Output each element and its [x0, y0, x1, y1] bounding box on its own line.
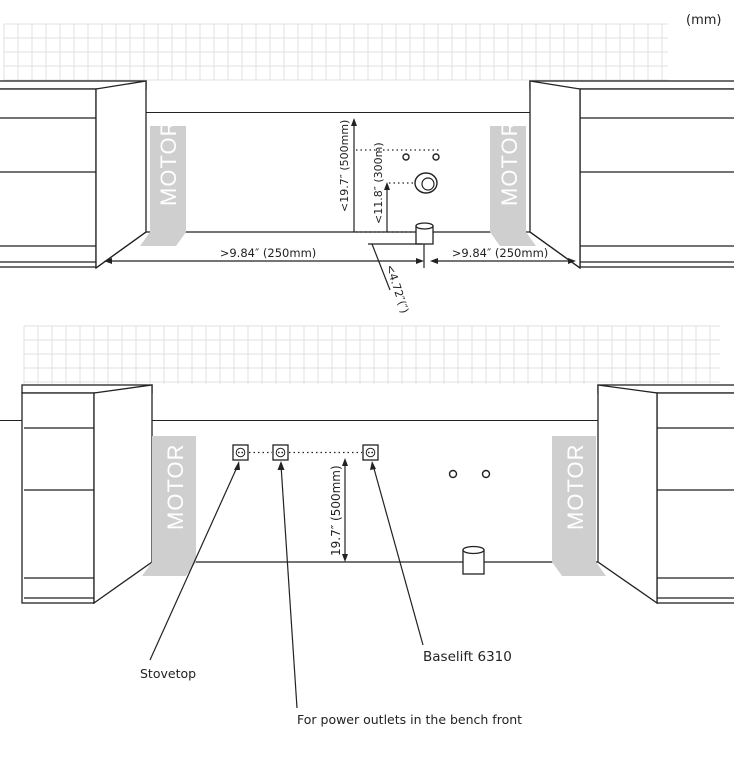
- unit-label: (mm): [686, 13, 721, 28]
- bottom-drain-pipe-icon: [462, 545, 485, 575]
- top-right-gap-dimension: >9.84″ (250mm): [430, 246, 576, 264]
- top-left-cabinet: [0, 80, 147, 270]
- top-dim-height-pipe: <11.8″ (300m): [372, 142, 385, 224]
- bottom-left-motor: MOTOR: [142, 436, 196, 576]
- top-right-motor-label: MOTOR: [497, 120, 522, 206]
- top-wall-pipe-icon: [414, 172, 438, 194]
- top-right-motor: MOTOR: [490, 120, 536, 246]
- top-tile-grid: [3, 23, 668, 81]
- bottom-wall-connections: [448, 469, 491, 479]
- bottom-right-cabinet: [597, 384, 734, 605]
- leader-baselift: [370, 461, 424, 646]
- leader-stovetop: [149, 461, 240, 661]
- top-dim-drain-offset: <4.72″(″): [383, 263, 411, 315]
- label-baselift: Baselift 6310: [423, 649, 512, 665]
- top-wall-connections: [402, 153, 440, 161]
- bottom-wall-edge: [0, 420, 734, 421]
- bottom-left-motor-label: MOTOR: [163, 444, 188, 530]
- top-left-motor: MOTOR: [140, 120, 186, 246]
- bottom-right-motor: MOTOR: [552, 436, 606, 576]
- top-left-motor-label: MOTOR: [156, 120, 181, 206]
- bottom-outlet-height-dimension: 19.7″ (500mm): [329, 458, 348, 562]
- top-right-cabinet: [529, 80, 734, 270]
- top-left-gap-dimension: >9.84″ (250mm): [104, 244, 425, 268]
- bottom-dim-outlet-height: 19.7″ (500mm): [329, 465, 343, 556]
- top-height-300-dimension: <11.8″ (300m): [372, 142, 420, 232]
- bottom-right-motor-label: MOTOR: [563, 444, 588, 530]
- outlet-stovetop-icon: [232, 444, 249, 461]
- top-drain-offset-dimension: <4.72″(″): [368, 243, 422, 315]
- top-dim-height-total: <19.7″ (500mm): [338, 120, 351, 212]
- top-dim-right-gap: >9.84″ (250mm): [452, 246, 549, 260]
- outlet-baselift-icon: [362, 444, 379, 461]
- label-power-outlets: For power outlets in the bench front: [297, 712, 522, 727]
- top-drain-pipe-icon: [415, 222, 434, 245]
- top-wall-edge: [0, 112, 734, 113]
- top-height-500-dimension: <19.7″ (500mm): [338, 118, 440, 233]
- bottom-left-cabinet: [21, 384, 153, 605]
- label-stovetop: Stovetop: [140, 666, 196, 681]
- bottom-tile-grid: [23, 325, 720, 384]
- leader-power-outlets: [277, 461, 298, 709]
- outlet-bench-front-icon: [272, 444, 289, 461]
- top-dim-left-gap: >9.84″ (250mm): [220, 246, 317, 260]
